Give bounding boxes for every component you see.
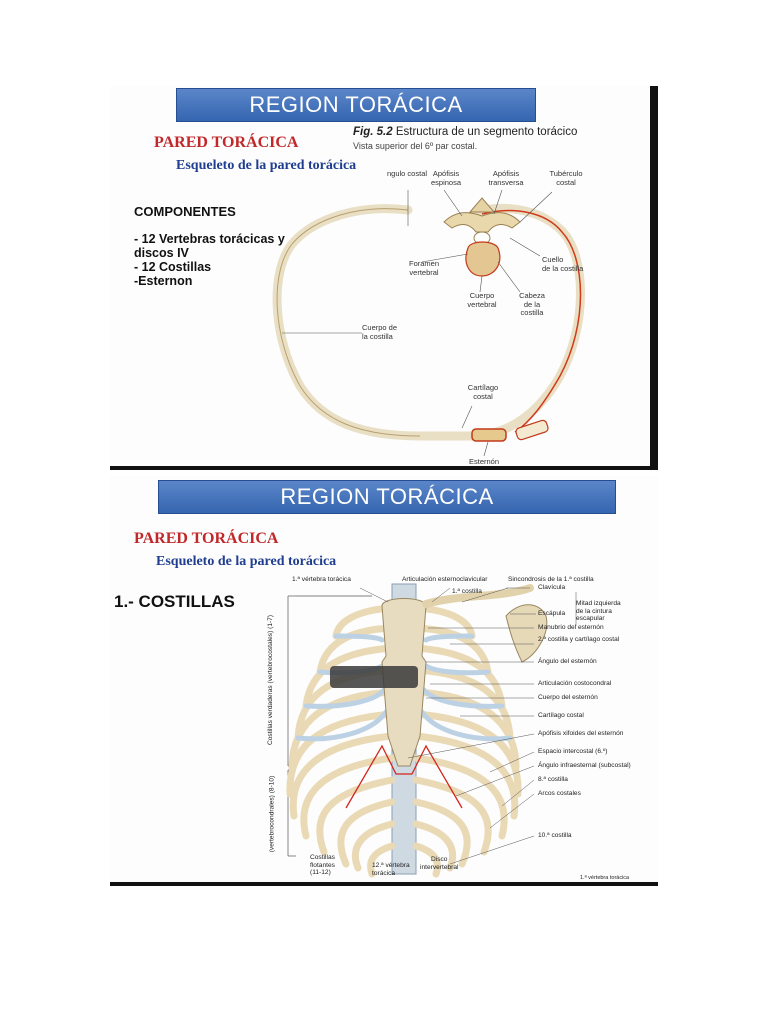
label-cuerpo-costilla: Cuerpo de la costilla — [362, 324, 397, 341]
slide-costillas: REGION TORÁCICA PARED TORÁCICA Esqueleto… — [110, 476, 658, 886]
label-apofisis-xifoides: Apófisis xifoides del esternón — [538, 730, 623, 738]
label-cuerpo-vertebral: Cuerpo vertebral — [460, 292, 504, 309]
label-vertebrocondrales: (vertebrocondrales) (8-10) — [268, 776, 276, 853]
label-cartilago-costal: Cartílago costal — [458, 384, 508, 401]
label-cuello-costilla: Cuello de la costilla — [542, 256, 583, 273]
label-articulacion-costocondral: Articulación costocondral — [538, 680, 611, 688]
label-cartilago-costal: Cartílago costal — [538, 712, 584, 720]
label-footer-vertebra: 1.ª vértebra torácica — [580, 874, 629, 882]
label-esternon: Esternón — [462, 458, 506, 467]
label-8a-costilla: 8.ª costilla — [538, 776, 568, 784]
label-articulacion-esternoclavicular: Articulación esternoclavicular — [402, 576, 487, 584]
label-apofisis-transversa: Apófisis transversa — [482, 170, 530, 187]
label-angulo-infraesternal: Ángulo infraesternal (subcostal) — [538, 762, 631, 770]
label-cuerpo-esternon: Cuerpo del esternón — [538, 694, 598, 702]
label-disco-intervertebral: Disco intervertebral — [420, 856, 458, 871]
label-escapula: Escápula — [538, 610, 565, 618]
label-apofisis-espinosa: Apófisis espinosa — [424, 170, 468, 187]
label-espacio-intercostal: Espacio intercostal (6.º) — [538, 748, 607, 756]
label-sincondrosis: Sincondrosis de la 1.ª costilla — [508, 576, 594, 584]
label-costillas-verdaderas: Costillas verdaderas (vertebrocostales) … — [267, 615, 275, 745]
slide-thoracic-segment: REGION TORÁCICA PARED TORÁCICA Esqueleto… — [110, 86, 658, 470]
label-1a-costilla: 1.ª costilla — [452, 588, 482, 596]
label-10a-costilla: 10.ª costilla — [538, 832, 572, 840]
label-cabeza-costilla: Cabeza de la costilla — [512, 292, 552, 318]
label-12a-vertebra: 12.ª vértebra torácica — [372, 862, 410, 877]
label-manubrio: Manubrio del esternón — [538, 624, 604, 632]
label-arcos-costales: Arcos costales — [538, 790, 581, 798]
label-clavicula: Clavícula — [538, 584, 565, 592]
label-angulo-costal: ngulo costal — [387, 170, 427, 179]
label-tuberculo-costal: Tubérculo costal — [542, 170, 590, 187]
label-mitad-cintura-escapular: Mitad izquierda de la cintura escapular — [576, 600, 621, 623]
label-1a-vertebra: 1.ª vértebra torácica — [292, 576, 351, 584]
rib-segment-illustration — [110, 86, 658, 470]
label-foramen-vertebral: Foramen vertebral — [402, 260, 446, 277]
label-costillas-flotantes: Costillas flotantes (11-12) — [310, 854, 335, 877]
label-2a-costilla: 2.ª costilla y cartílago costal — [538, 636, 628, 644]
label-angulo-esternon: Ángulo del esternón — [538, 658, 597, 666]
